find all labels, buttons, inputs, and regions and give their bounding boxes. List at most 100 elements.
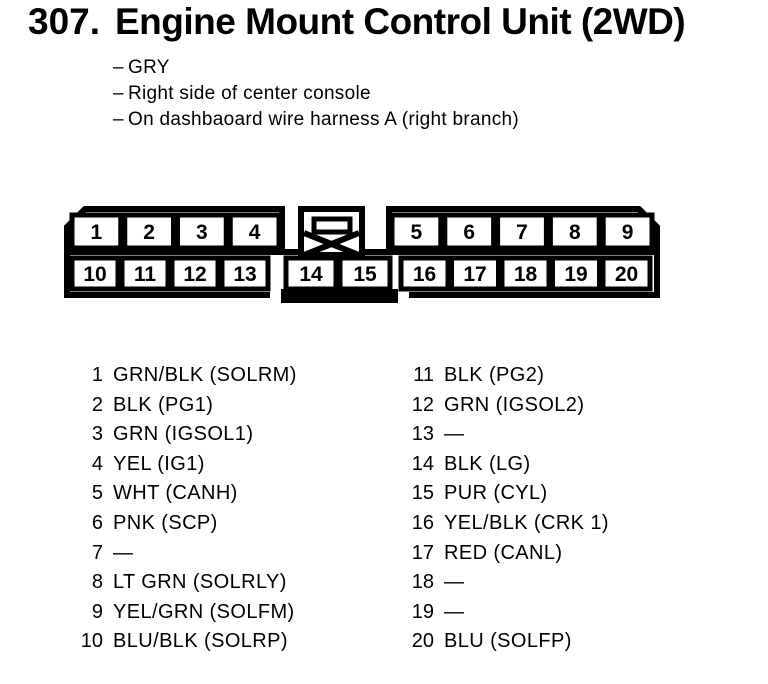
pin-row: 17 RED (CANL) xyxy=(393,539,609,569)
pin-number: 14 xyxy=(411,452,434,475)
section-number: 307. xyxy=(28,1,101,42)
pin-label: GRN/BLK (SOLRM) xyxy=(113,364,297,386)
pin-label: BLU (SOLFP) xyxy=(444,630,572,653)
pin-number: 8 xyxy=(91,571,103,594)
notes-list: –GRY –Right side of center console –On d… xyxy=(113,55,519,133)
pin-cell-number: 7 xyxy=(516,221,528,244)
note-item: –Right side of center console xyxy=(113,81,519,107)
bullet-dash-icon: – xyxy=(113,109,124,130)
note-item: –On dashbaoard wire harness A (right bra… xyxy=(113,107,519,133)
pin-cell-number: 1 xyxy=(91,221,103,244)
pin-label: GRN (IGSOL1) xyxy=(113,423,254,446)
pin-cell-number: 18 xyxy=(514,263,538,286)
pin-cell-number: 20 xyxy=(615,263,638,286)
pin-number: 10 xyxy=(80,630,103,653)
pin-cell-number: 6 xyxy=(463,221,475,244)
pin-cell xyxy=(283,255,339,292)
pin-cell xyxy=(175,212,229,251)
pin-cell xyxy=(600,255,653,292)
pin-row: 20 BLU (SOLFP) xyxy=(393,627,609,657)
pin-number: 12 xyxy=(411,393,434,416)
pin-cell-number: 13 xyxy=(233,263,256,286)
pin-number: 9 xyxy=(91,600,103,623)
pin-cell xyxy=(449,255,501,292)
pin-label: YEL/GRN (SOLFM) xyxy=(113,600,295,623)
pin-cell xyxy=(495,212,549,251)
pin-number: 2 xyxy=(91,393,103,416)
pin-row: 14 BLK (LG) xyxy=(393,450,609,480)
pin-number: 13 xyxy=(411,423,434,446)
pin-cell-number: 17 xyxy=(463,263,486,286)
pin-cell-number: 4 xyxy=(249,221,261,244)
pin-cell-number: 12 xyxy=(183,263,206,286)
pin-number: 17 xyxy=(411,541,434,564)
pin-label: GRN (IGSOL2) xyxy=(444,393,585,416)
pin-cell xyxy=(499,255,552,292)
pin-label: WHT (CANH) xyxy=(113,482,238,505)
pin-row: 9 YEL/GRN (SOLFM) xyxy=(64,598,297,628)
pin-cell-number: 3 xyxy=(196,221,208,244)
pin-cell-number: 15 xyxy=(353,263,377,286)
pin-cell xyxy=(442,212,497,251)
connector-keel xyxy=(281,289,398,303)
pin-label: — xyxy=(444,423,465,446)
pin-cell xyxy=(69,212,124,251)
pin-label: BLU/BLK (SOLRP) xyxy=(113,630,288,653)
pin-cell-number: 11 xyxy=(134,263,157,286)
pin-cell xyxy=(219,255,271,292)
note-text: On dashbaoard wire harness A (right bran… xyxy=(128,109,519,130)
pin-number: 7 xyxy=(91,541,103,564)
pin-label: BLK (PG1) xyxy=(113,393,214,416)
pin-cell xyxy=(122,212,176,251)
pin-cell-number: 10 xyxy=(83,263,106,286)
pin-row: 18— xyxy=(393,568,609,598)
pin-cell xyxy=(600,212,655,251)
pin-label: RED (CANL) xyxy=(444,541,563,564)
pin-number: 18 xyxy=(411,571,434,594)
pin-label: LT GRN (SOLRLY) xyxy=(113,571,287,594)
pin-label: — xyxy=(113,541,134,564)
pin-cell-number: 9 xyxy=(622,221,634,244)
connector-notch-left xyxy=(270,278,282,305)
pin-row: 19— xyxy=(393,598,609,628)
page-title: 307.Engine Mount Control Unit (2WD) xyxy=(28,1,686,43)
pin-cell-number: 19 xyxy=(564,263,587,286)
pin-label: BLK (LG) xyxy=(444,452,531,475)
pin-cell-number: 14 xyxy=(299,263,323,286)
pin-number: 5 xyxy=(91,482,103,505)
pin-cell xyxy=(69,255,121,292)
pin-row: 13 — xyxy=(393,420,609,450)
pin-row: 10 BLU/BLK (SOLRP) xyxy=(64,627,297,657)
pin-number: 15 xyxy=(411,482,434,505)
pin-label: YEL/BLK (CRK 1) xyxy=(444,511,609,534)
pin-row: 8 LT GRN (SOLRLY) xyxy=(64,568,297,598)
pin-number: 4 xyxy=(91,452,103,475)
pin-cell-number: 8 xyxy=(569,221,581,244)
pin-cell xyxy=(550,255,602,292)
pin-list-left: 1 GRN/BLK (SOLRM) 2 BLK (PG1) 3 GRN (IGSOL1… xyxy=(64,361,297,657)
pin-label: — xyxy=(444,600,465,623)
connector-diagram: 1 2 3 4 5 6 7 8 9 10 11 12 13 14 15 16 1… xyxy=(64,206,660,305)
pin-cell xyxy=(169,255,221,292)
pin-row: 5 WHT (CANH) xyxy=(64,479,297,509)
pin-row: 1 GRN/BLK (SOLRM) xyxy=(64,361,297,391)
pin-cell-number: 16 xyxy=(413,263,436,286)
connector-latch-tab xyxy=(311,216,353,235)
pin-number: 20 xyxy=(411,630,434,653)
pin-number: 3 xyxy=(91,423,103,446)
pin-number: 1 xyxy=(91,364,103,386)
pin-row: 12 GRN (IGSOL2) xyxy=(393,391,609,421)
note-item: –GRY xyxy=(113,55,519,81)
pin-row: 16 YEL/BLK (CRK 1) xyxy=(393,509,609,539)
pin-number: 16 xyxy=(411,511,434,534)
note-text: GRY xyxy=(128,57,170,78)
pin-cell xyxy=(227,212,282,251)
pin-cell xyxy=(398,255,451,292)
pin-row: 3 GRN (IGSOL1) xyxy=(64,420,297,450)
pin-row: 7— xyxy=(64,539,297,569)
